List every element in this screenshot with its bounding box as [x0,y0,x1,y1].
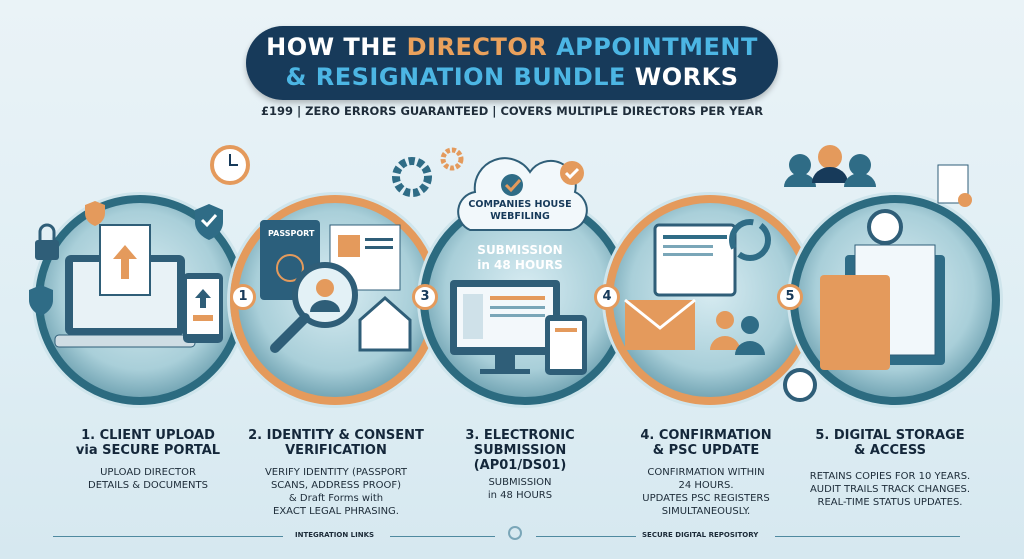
step-desc: UPDATES PSC REGISTERS [642,493,770,504]
step-title: via SECURE PORTAL [75,443,221,458]
step-desc: EXACT LEGAL PHRASING. [273,506,399,517]
link-logo-icon [508,526,522,540]
laptop-upload-icon [54,224,223,348]
step-desc: SIMULTANEOUSLY. [661,506,751,517]
step-desc: SCANS, ADDRESS PROOF) [270,480,402,491]
title-line-1: HOW THE DIRECTOR APPOINTMENT [246,32,778,62]
step-title: 2. IDENTITY & CONSENT [248,428,424,443]
submission-timing: SUBMISSION in 48 HOURS [470,243,570,273]
divider [53,536,283,537]
divider [536,536,636,537]
step-title: 3. ELECTRONIC [465,428,575,443]
step-desc: AUDIT TRAILS TRACK CHANGES. [809,484,971,495]
title-banner: HOW THE DIRECTOR APPOINTMENT & RESIGNATI… [246,26,778,100]
title-text: WORKS [625,63,739,91]
step-desc: REAL-TIME STATUS UPDATES. [817,497,963,508]
step-desc: SUBMISSION [488,477,552,488]
divider [775,536,960,537]
step-5: 5. DIGITAL STORAGE& ACCESS RETAINS COPIE… [790,428,990,509]
step-desc: DETAILS & DOCUMENTS [88,480,208,491]
submission-line: in 48 HOURS [477,258,563,272]
cloud-label-line: WEBFILING [490,211,550,222]
integration-links-label: INTEGRATION LINKS [295,531,375,539]
passport-magnifier-icon: PASSPORT [260,220,412,353]
step-title: 4. CONFIRMATION [640,428,772,443]
subtitle: £199 | ZERO ERRORS GUARANTEED | COVERS M… [260,104,764,118]
monitor-tablet-icon [450,280,587,375]
step-title: SUBMISSION [473,443,567,458]
cloud-label: COMPANIES HOUSE WEBFILING [455,199,585,223]
step-desc: CONFIRMATION WITHIN [647,467,765,478]
title-text: HOW THE [266,33,407,61]
secure-repository-label: SECURE DIGITAL REPOSITORY [642,531,759,539]
step-title: & PSC UPDATE [652,443,760,458]
step-desc: & Draft Forms with [288,493,384,504]
step-badge: 5 [777,284,803,310]
gear-icons [392,147,464,197]
title-text-blue: & RESIGNATION BUNDLE [285,63,626,91]
title-highlight: DIRECTOR [406,33,548,61]
step-desc: UPLOAD DIRECTOR [100,467,196,478]
clock-shield-icons [195,145,250,240]
submission-line: SUBMISSION [477,243,563,257]
step-4: 4. CONFIRMATION& PSC UPDATE CONFIRMATION… [606,428,806,518]
step-title: 5. DIGITAL STORAGE [815,428,965,443]
title-line-2: & RESIGNATION BUNDLE WORKS [246,62,778,92]
step-desc: VERIFY IDENTITY (PASSPORT [264,467,408,478]
envelope-refresh-users-icon [624,219,771,355]
step-title: & ACCESS [853,443,927,458]
step-title: (AP01/DS01) [473,458,567,473]
step-badge: 4 [594,284,620,310]
step-badge: 3 [412,284,438,310]
step-desc: in 48 HOURS [487,490,553,501]
step-desc: 24 HOURS. [678,480,734,491]
step-desc: RETAINS COPIES FOR 10 YEARS. [809,471,971,482]
lock-shield-icons [29,201,105,316]
file-folder-storage-icon [783,145,972,402]
step-title: 1. CLIENT UPLOAD [81,428,215,443]
cloud-label-line: COMPANIES HOUSE [468,199,572,210]
passport-label: PASSPORT [268,229,315,238]
step-title: VERIFICATION [285,443,387,458]
cloud-icon [457,157,588,231]
title-text-blue: APPOINTMENT [547,33,758,61]
step-badge: 1 [230,284,256,310]
divider [390,536,495,537]
